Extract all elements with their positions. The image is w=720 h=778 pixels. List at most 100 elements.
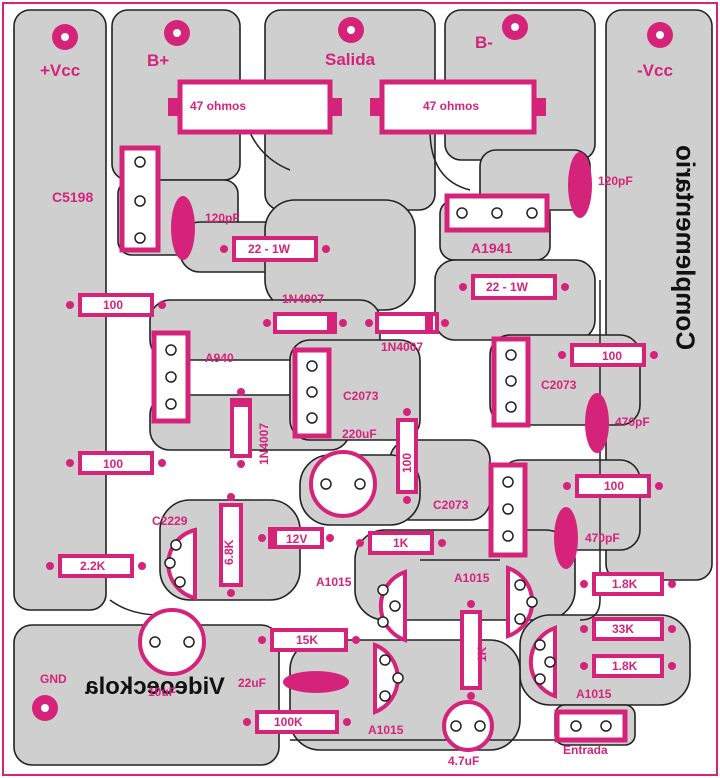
label-a1015-c: A1015 <box>576 687 612 701</box>
label-c220: 220uF <box>342 427 377 441</box>
transistor-a1015-c-body <box>528 625 557 699</box>
label-a1015-b: A1015 <box>454 571 490 585</box>
resistor-22-right-body <box>471 274 557 300</box>
cap-470pf-b-body <box>554 507 578 569</box>
label-salida: Salida <box>325 50 376 69</box>
label-d3: 1N4007 <box>257 422 271 465</box>
resistor-1k8-a-body <box>592 572 664 596</box>
label-r100-c: 100 <box>602 349 623 363</box>
label-c2073-b: C2073 <box>541 378 577 392</box>
label-gnd: GND <box>40 672 67 686</box>
transistor-a1941-body <box>444 193 550 233</box>
label-entrada: Entrada <box>563 743 608 757</box>
label-c120-right: 120pF <box>598 174 633 188</box>
transistor-a1015-a-body <box>377 569 407 643</box>
label-r22-right: 22 - 1W <box>486 280 529 294</box>
label-a940: A940 <box>205 351 234 365</box>
label-r100-b: 100 <box>103 457 124 471</box>
transistor-c2073-b-body <box>491 336 531 428</box>
electrolytic-caps <box>138 450 494 752</box>
label-c470-a: 470pF <box>615 415 650 429</box>
diode-1n4007-c <box>230 388 252 468</box>
resistor-100-c-body <box>570 343 646 367</box>
cap-220uf-body <box>309 450 377 518</box>
label-a1015-a: A1015 <box>316 575 352 589</box>
label-r6k8: 6.8K <box>222 539 236 565</box>
resistor-1k-a-body <box>368 531 434 555</box>
transistor-c5198-body <box>119 145 161 253</box>
label-d1: 1N4007 <box>282 292 325 306</box>
label-r47-right: 47 ohmos <box>423 99 480 113</box>
resistor-100-b-body <box>78 451 154 475</box>
cap-120pf-left-body <box>171 196 195 260</box>
resistor-22-left-body <box>232 236 318 262</box>
label-c10: 10uF <box>148 685 177 699</box>
cap-120pf-right-body <box>568 152 592 218</box>
transistor-c2229-body <box>164 527 197 601</box>
zener-12v <box>258 527 334 549</box>
label-vcc-neg: -Vcc <box>637 61 673 80</box>
label-c47: 4.7uF <box>448 754 480 768</box>
small-resistors <box>58 236 664 734</box>
cap-22uf-body <box>283 671 349 693</box>
transistor-a1015-b-body <box>506 565 538 639</box>
label-a1941: A1941 <box>471 240 513 256</box>
label-c470-b: 470pF <box>585 531 620 545</box>
label-c22: 22uF <box>238 676 267 690</box>
label-complementario: Complementario <box>670 144 701 351</box>
resistor-leads <box>46 245 676 726</box>
label-r33k: 33K <box>612 622 635 636</box>
cap-470pf-a-body <box>585 393 609 453</box>
label-r1k8-b: 1.8K <box>612 659 638 673</box>
trace-lines <box>109 79 601 741</box>
label-c120-left: 120pF <box>205 211 240 225</box>
label-c5198: C5198 <box>52 189 94 205</box>
resistor-33k-body <box>592 617 664 641</box>
label-zener: 12V <box>286 532 308 546</box>
label-c2229: C2229 <box>152 514 188 528</box>
label-b-minus: B- <box>475 33 493 52</box>
resistor-47-right <box>370 79 546 135</box>
resistor-1k8-b-body <box>592 654 664 678</box>
vertical-resistors <box>219 418 482 690</box>
label-r15k: 15K <box>296 633 319 647</box>
transistor-c2073-a-body <box>292 347 332 439</box>
label-vcc-pos: +Vcc <box>40 61 81 80</box>
resistor-2k2-body <box>58 554 134 578</box>
label-a1015-d: A1015 <box>368 723 404 737</box>
resistor-6k8-body <box>219 503 243 587</box>
label-r100-d: 100 <box>604 479 625 493</box>
label-r1k-a: 1K <box>393 536 409 550</box>
transistor-a940-body <box>151 330 191 424</box>
transistor-c2073-c-body <box>488 462 528 558</box>
resistor-47-left <box>168 79 342 135</box>
label-b-plus: B+ <box>147 51 170 70</box>
cap-10uf-body <box>138 608 206 676</box>
label-r100k: 100K <box>274 715 303 729</box>
resistor-100k-body <box>255 710 339 734</box>
entrada-connector <box>554 709 628 743</box>
resistor-100-vert-body <box>396 418 418 494</box>
resistor-15k-body <box>270 628 348 652</box>
terminal-pads <box>32 14 673 721</box>
label-r100-a: 100 <box>103 298 124 312</box>
label-r1k8-a: 1.8K <box>612 577 638 591</box>
label-r22-left: 22 - 1W <box>248 242 291 256</box>
resistor-1k-b-body <box>460 610 482 690</box>
transistor-a1015-d-body <box>373 642 404 715</box>
label-d2: 1N4007 <box>381 340 424 354</box>
cap-47uf-body <box>442 700 494 752</box>
diode-1n4007-a <box>263 312 347 334</box>
cap-pins <box>149 478 486 732</box>
label-r1k-b: 1K <box>475 646 489 662</box>
label-r2k2: 2.2K <box>80 559 106 573</box>
label-r100-vert: 100 <box>400 452 414 473</box>
resistor-100-d-body <box>575 474 651 498</box>
resistor-100-a-body <box>78 293 154 317</box>
label-r47-left: 47 ohmos <box>190 99 247 113</box>
label-c2073-a: C2073 <box>343 389 379 403</box>
ceramic-caps <box>171 152 609 693</box>
label-c2073-c: C2073 <box>433 498 469 512</box>
